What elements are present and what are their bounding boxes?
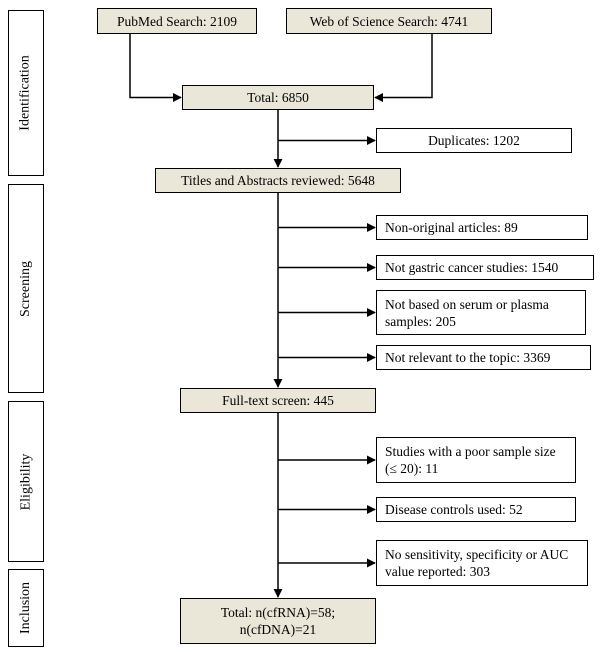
exclusion-not-relevant: Not relevant to the topic: 3369 bbox=[376, 345, 591, 370]
node-titles-abstracts-reviewed: Titles and Abstracts reviewed: 5648 bbox=[155, 168, 401, 193]
stage-screening: Screening bbox=[8, 184, 44, 393]
stage-inclusion: Inclusion bbox=[8, 569, 44, 647]
exclusion-not-serum-plasma: Not based on serum or plasma samples: 20… bbox=[376, 290, 586, 335]
exclusion-poor-sample-size: Studies with a poor sample size (≤ 20): … bbox=[376, 437, 576, 483]
node-web-of-science-search: Web of Science Search: 4741 bbox=[286, 8, 492, 34]
stage-identification-label: Identification bbox=[18, 55, 34, 131]
node-final-total: Total: n(cfRNA)=58; n(cfDNA)=21 bbox=[180, 598, 376, 644]
exclusion-non-original-articles: Non-original articles: 89 bbox=[376, 215, 588, 240]
node-final-total-line1: Total: n(cfRNA)=58; bbox=[220, 605, 336, 620]
node-full-text-screen: Full-text screen: 445 bbox=[180, 388, 376, 413]
node-final-total-line2: n(cfDNA)=21 bbox=[239, 622, 317, 637]
exclusion-no-sensitivity-specificity: No sensitivity, specificity or AUC value… bbox=[376, 540, 588, 586]
stage-eligibility: Eligibility bbox=[8, 401, 44, 562]
exclusion-disease-controls: Disease controls used: 52 bbox=[376, 497, 576, 522]
node-total: Total: 6850 bbox=[182, 85, 374, 110]
stage-eligibility-label: Eligibility bbox=[18, 453, 33, 510]
exclusion-duplicates: Duplicates: 1202 bbox=[376, 128, 572, 153]
exclusion-not-gastric-cancer: Not gastric cancer studies: 1540 bbox=[376, 255, 594, 280]
stage-screening-label: Screening bbox=[18, 260, 34, 317]
node-pubmed-search: PubMed Search: 2109 bbox=[97, 8, 257, 34]
stage-identification: Identification bbox=[8, 10, 44, 176]
stage-inclusion-label: Inclusion bbox=[18, 581, 34, 635]
